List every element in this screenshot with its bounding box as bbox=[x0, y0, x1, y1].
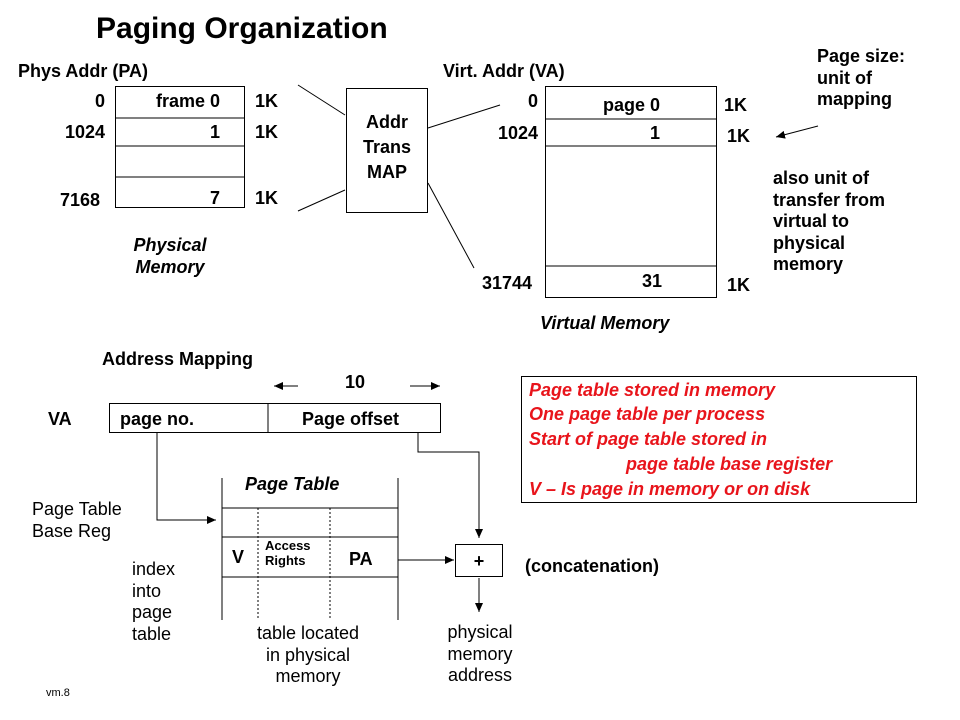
physical-memory-address-label: physical memory address bbox=[447, 622, 513, 686]
transfer-unit-note: also unit of transfer from virtual to ph… bbox=[773, 168, 886, 275]
virt-addr-header: Virt. Addr (VA) bbox=[443, 61, 565, 81]
virt-page-size: 1K bbox=[727, 126, 751, 146]
phys-address: 1024 bbox=[64, 122, 105, 142]
addr-trans-map-box bbox=[346, 88, 428, 213]
page-size-note: Page size: unit of mapping bbox=[817, 46, 906, 110]
virt-address: 1024 bbox=[497, 123, 538, 143]
virtual-memory-box bbox=[545, 86, 717, 298]
concat-plus-sign: + bbox=[473, 551, 485, 571]
virt-address: 31744 bbox=[481, 273, 532, 293]
map-connector-virt-bottom bbox=[427, 182, 475, 269]
phys-frame-size: 1K bbox=[255, 122, 279, 142]
page-offset-field: Page offset bbox=[302, 409, 400, 429]
page-size-arrow bbox=[775, 125, 819, 139]
table-location-label: table located in physical memory bbox=[256, 623, 360, 687]
virt-page-label: 31 bbox=[641, 271, 662, 291]
phys-address: 0 bbox=[94, 91, 105, 111]
page-table-base-reg-label: Page Table Base Reg bbox=[32, 499, 122, 541]
virtual-memory-label: Virtual Memory bbox=[540, 313, 670, 333]
physical-address-field: PA bbox=[349, 549, 373, 569]
virt-page-size: 1K bbox=[724, 95, 748, 115]
note-line: page table base register bbox=[626, 454, 833, 474]
physical-memory-box bbox=[115, 86, 245, 208]
phys-frame-size: 1K bbox=[255, 188, 279, 208]
index-into-page-table-label: index into page table bbox=[132, 559, 176, 644]
page-title: Paging Organization bbox=[96, 12, 388, 45]
phys-frame-label: 7 bbox=[209, 188, 220, 208]
note-line: Page table stored in memory bbox=[529, 380, 776, 400]
addr-trans-map-label: Addr Trans MAP bbox=[362, 112, 412, 183]
access-rights-field: Access Rights bbox=[265, 538, 311, 568]
phys-addr-header: Phys Addr (PA) bbox=[18, 61, 149, 81]
concatenation-label: (concatenation) bbox=[525, 556, 660, 576]
page-no-arrow bbox=[156, 432, 216, 524]
note-line: One page table per process bbox=[529, 404, 766, 424]
phys-frame-size: 1K bbox=[255, 91, 279, 111]
map-connector-phys-top bbox=[297, 84, 346, 116]
phys-address: 7168 bbox=[59, 190, 100, 210]
concat-box bbox=[455, 544, 503, 577]
offset-bits-label: 10 bbox=[345, 372, 366, 392]
valid-bit-field: V bbox=[232, 547, 245, 567]
note-line: Start of page table stored in bbox=[529, 429, 768, 449]
slide-id: vm.8 bbox=[46, 687, 70, 699]
phys-frame-label: 1 bbox=[209, 122, 220, 142]
virt-page-label: 1 bbox=[649, 123, 660, 143]
page-table-title: Page Table bbox=[245, 474, 340, 494]
page-table-notes-box bbox=[521, 376, 917, 503]
page-number-field: page no. bbox=[120, 409, 195, 429]
address-mapping-heading: Address Mapping bbox=[102, 349, 254, 369]
map-connector-phys-bottom bbox=[297, 189, 346, 212]
offset-to-concat-arrow bbox=[417, 432, 483, 538]
physical-memory-label: Physical Memory bbox=[133, 235, 207, 277]
va-register bbox=[109, 403, 441, 433]
virt-page-label: page 0 bbox=[602, 95, 660, 115]
map-connector-virt-top bbox=[427, 104, 501, 129]
va-label: VA bbox=[48, 409, 72, 429]
note-line: V – Is page in memory or on disk bbox=[529, 479, 811, 499]
virt-address: 0 bbox=[527, 91, 538, 111]
phys-frame-label: frame 0 bbox=[155, 91, 220, 111]
virt-page-size: 1K bbox=[727, 275, 751, 295]
